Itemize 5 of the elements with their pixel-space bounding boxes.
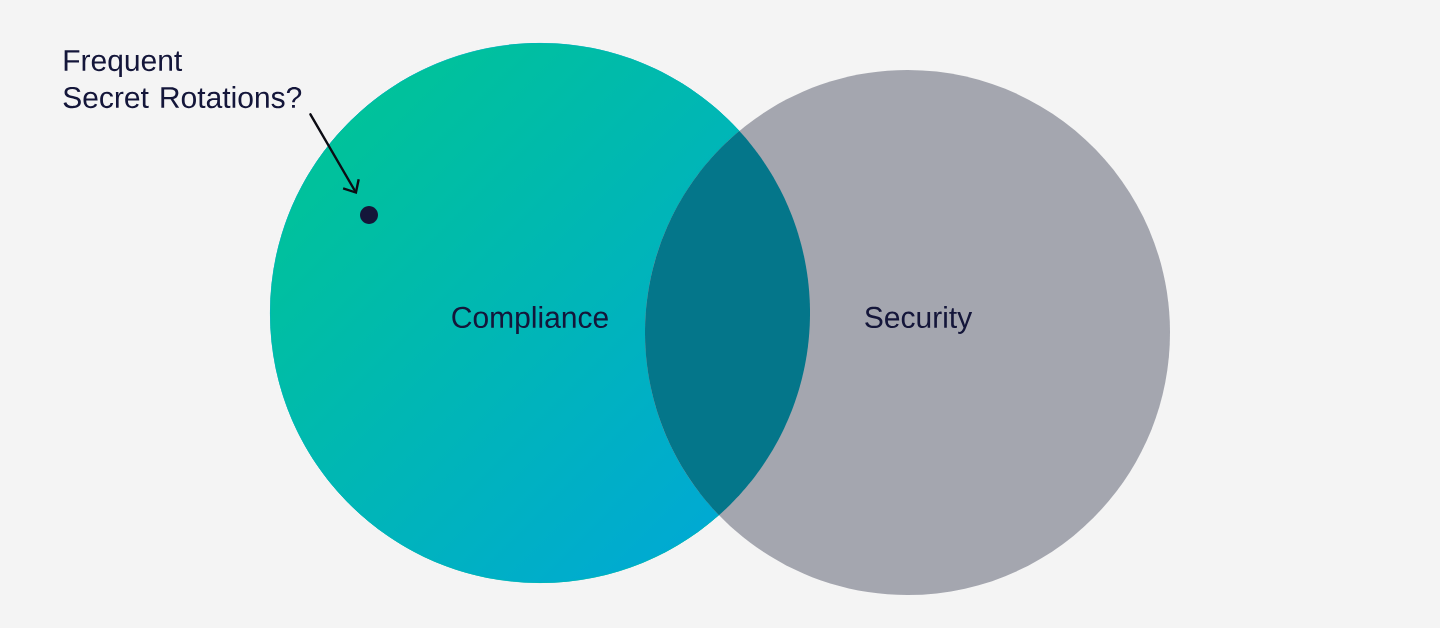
leader-arrow	[309, 113, 360, 195]
callout-text: Frequent Secret Rotations?	[63, 50, 302, 109]
set-label: Compliance	[452, 306, 608, 334]
dot-marker	[360, 206, 378, 224]
set-label: Security	[865, 306, 973, 334]
